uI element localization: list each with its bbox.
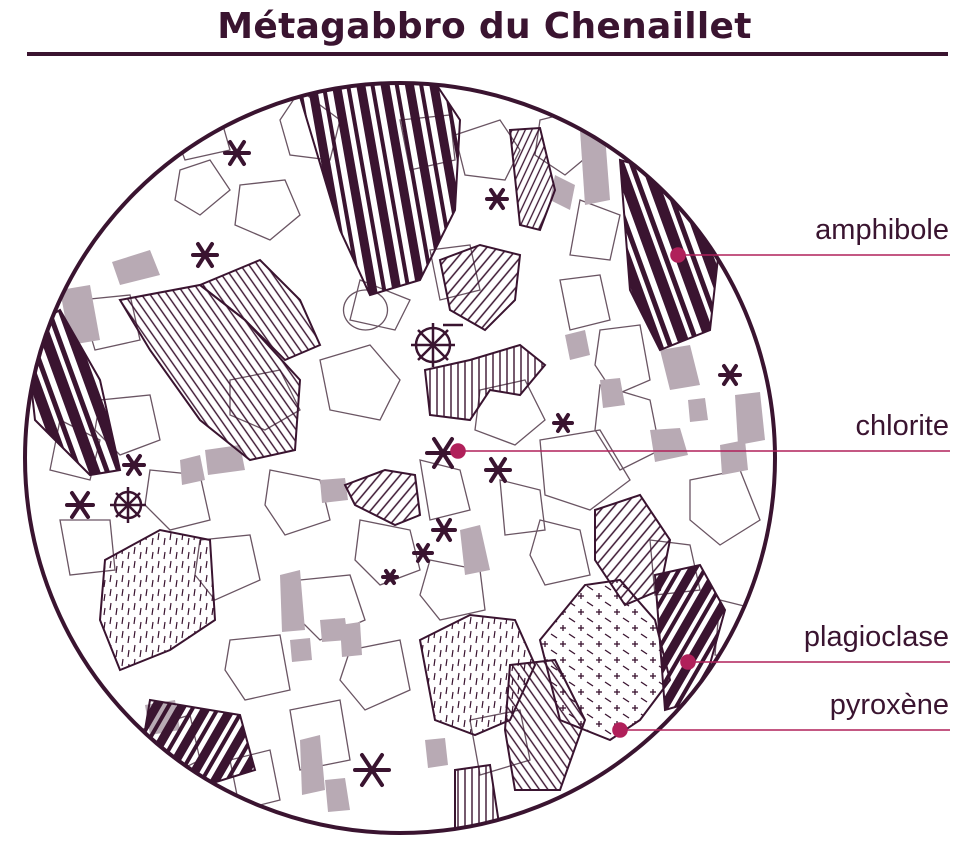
chlorite-crystals [118, 126, 672, 831]
radial-crystals [110, 323, 463, 523]
label-amphibole: amphibole [815, 214, 949, 246]
label-plagioclase: plagioclase [803, 621, 949, 653]
label-chlorite: chlorite [855, 410, 950, 442]
title-underline [27, 52, 948, 56]
thin-section-outline [23, 81, 777, 835]
label-pyroxene: pyroxène [829, 689, 949, 721]
leader-lines [450, 247, 950, 738]
diagram-title: Métagabbro du Chenaillet [217, 6, 752, 47]
grey-minerals [60, 130, 765, 812]
textured-grains [98, 528, 672, 742]
amphibole-crystals [25, 83, 727, 792]
asterisk-symbols [65, 140, 742, 787]
